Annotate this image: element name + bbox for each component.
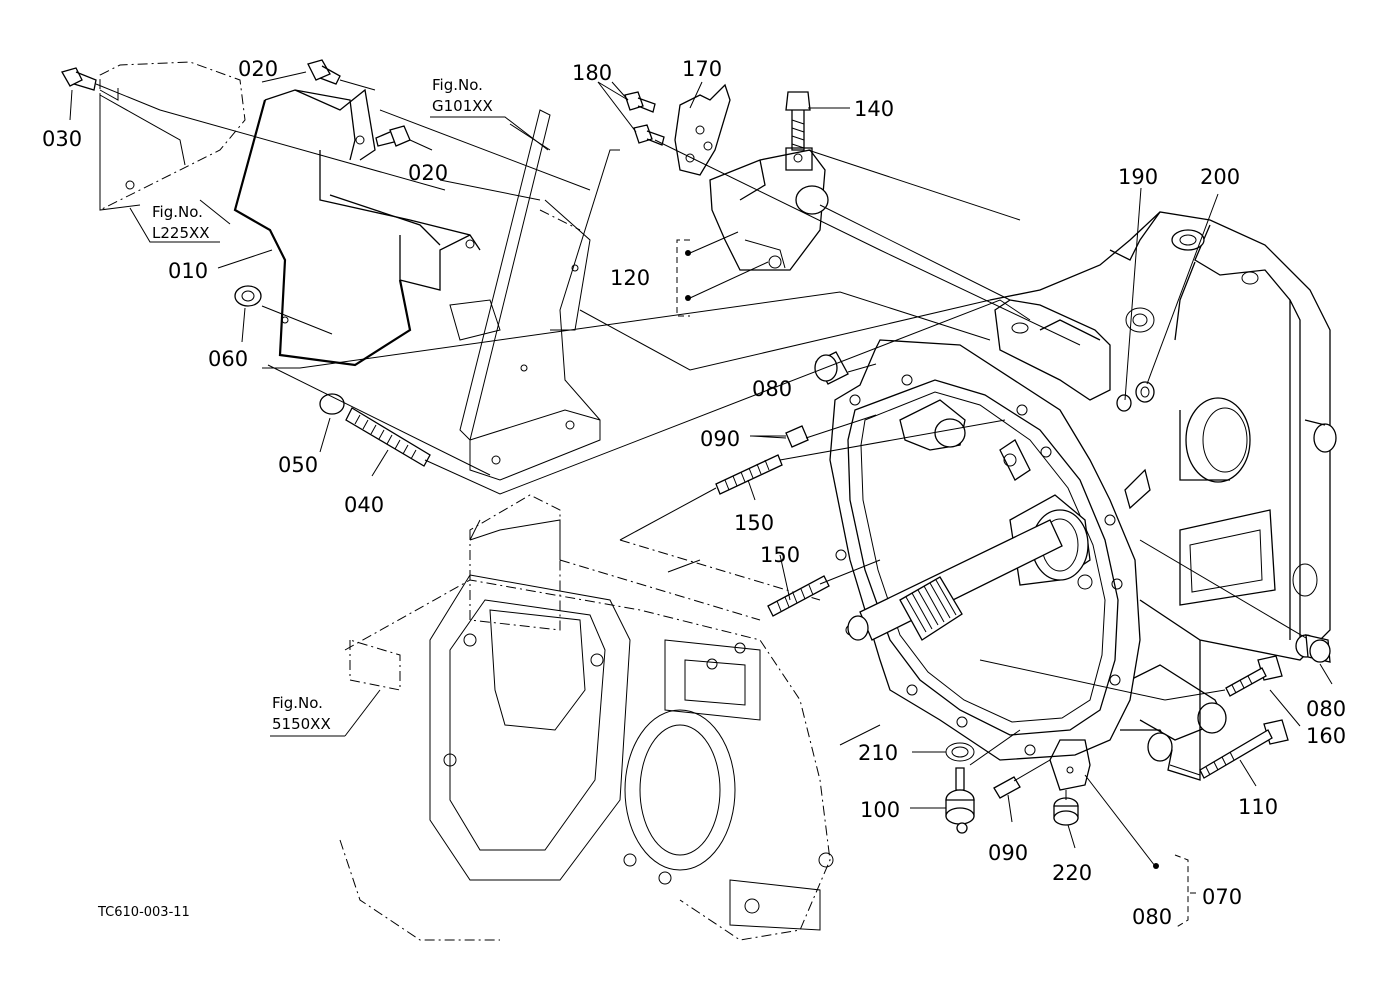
label-160: 160	[1306, 724, 1346, 748]
label-180: 180	[572, 61, 612, 85]
bolt-020-top	[307, 59, 341, 85]
label-040: 040	[344, 493, 384, 517]
label-090-lower: 090	[988, 841, 1028, 865]
plate-170	[674, 83, 731, 176]
bracket-l225-reference	[99, 61, 246, 211]
plunger-100	[945, 767, 975, 834]
pin-090-lower	[993, 776, 1021, 799]
figure-ref-g101-line1: Fig.No.	[432, 76, 483, 94]
label-080-upper: 080	[752, 377, 792, 401]
bolt-110	[1199, 719, 1289, 779]
transmission-case	[829, 211, 1337, 791]
label-030: 030	[42, 127, 82, 151]
plug-220	[1053, 797, 1079, 826]
label-150-lower: 150	[760, 543, 800, 567]
figure-ref-g101: Fig.No. G101XX	[430, 76, 549, 151]
callout-leaders	[69, 71, 1333, 867]
label-220: 220	[1052, 861, 1092, 885]
leader-lines	[95, 79, 1307, 800]
nut-060	[234, 285, 262, 307]
label-090-upper: 090	[700, 427, 740, 451]
dowel-080-right	[1295, 634, 1331, 663]
label-080-bottom: 080	[1132, 905, 1172, 929]
label-150-upper: 150	[734, 511, 774, 535]
figure-ref-l225-line2: L225XX	[152, 224, 210, 242]
label-060: 060	[208, 347, 248, 371]
label-190: 190	[1118, 165, 1158, 189]
part-labels: 010 020 020 030 040 050 060 070 080 080 …	[42, 57, 1346, 929]
label-140: 140	[854, 97, 894, 121]
label-110: 110	[1238, 795, 1278, 819]
bracket-120	[676, 231, 769, 317]
dowel-080-upper	[814, 351, 849, 385]
label-200: 200	[1200, 165, 1240, 189]
pin-090-upper	[785, 425, 809, 448]
nut-050	[319, 393, 345, 415]
drawing-code: TC610-003-11	[97, 905, 190, 920]
bolt-160	[1225, 655, 1283, 697]
bolts-180	[624, 91, 665, 146]
figure-ref-l225-line1: Fig.No.	[152, 203, 203, 221]
clutch-housing-reference	[339, 494, 834, 941]
label-020-mid: 020	[408, 161, 448, 185]
bolt-030	[61, 67, 97, 91]
cover-plate-010	[233, 88, 481, 367]
label-050: 050	[278, 453, 318, 477]
label-120: 120	[610, 266, 650, 290]
label-070: 070	[1202, 885, 1242, 909]
label-010: 010	[168, 259, 208, 283]
label-080-right: 080	[1306, 697, 1346, 721]
label-020-top: 020	[238, 57, 278, 81]
stud-150-upper	[715, 454, 783, 495]
shift-block-120	[709, 147, 829, 271]
bolt-020-mid	[375, 125, 411, 147]
label-170: 170	[682, 57, 722, 81]
circlip-210	[945, 742, 975, 762]
bracket-070	[1153, 854, 1196, 929]
label-100: 100	[860, 798, 900, 822]
figure-ref-g101-line2: G101XX	[432, 97, 493, 115]
figure-ref-5150: Fig.No. 5150XX	[270, 694, 345, 737]
stud-040	[345, 407, 431, 467]
figure-ref-l225: Fig.No. L225XX	[129, 203, 220, 243]
stud-150-lower	[767, 575, 830, 617]
figure-ref-5150-line1: Fig.No.	[272, 694, 323, 712]
bolt-140	[785, 91, 811, 151]
bracket-g101-reference	[449, 109, 620, 481]
figure-ref-5150-line2: 5150XX	[272, 715, 331, 733]
label-210: 210	[858, 741, 898, 765]
